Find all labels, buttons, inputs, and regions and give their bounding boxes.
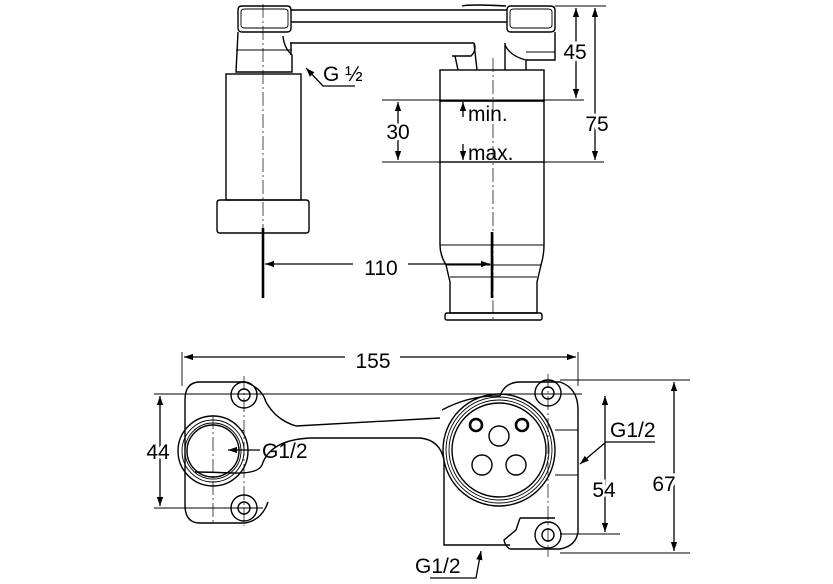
- thread-callout-side: G ½: [305, 63, 363, 87]
- left-inlet: G1/2: [177, 415, 308, 525]
- inlet-left-label: G1/2: [262, 440, 308, 463]
- bridge: [290, 4, 507, 71]
- thread-label: G ½: [323, 63, 363, 86]
- right-body: [439, 5, 556, 322]
- center-distance-dimension: 110: [261, 228, 494, 298]
- dim-155-label: 155: [355, 350, 390, 373]
- left-height-dimension: 44: [143, 393, 582, 509]
- dim-44-label: 44: [146, 441, 170, 464]
- dim-30-label: 30: [386, 121, 409, 144]
- inlet-right-label: G1/2: [610, 419, 656, 442]
- left-body: [216, 4, 310, 234]
- inlet-bottom-label: G1/2: [415, 555, 461, 578]
- right-height-dimensions: 54 67: [560, 379, 690, 554]
- dim-67-label: 67: [652, 473, 675, 496]
- inlet-right-callout: G1/2: [579, 419, 656, 465]
- side-view: G ½ 45 75 30 min. max. 110: [216, 4, 612, 322]
- min-label: min.: [468, 103, 508, 126]
- plan-view: 155: [143, 350, 690, 579]
- valve-port: [442, 393, 578, 507]
- max-label: max.: [468, 142, 514, 165]
- inlet-bottom-callout: G1/2: [415, 550, 483, 579]
- width-dimension: 155: [181, 350, 579, 386]
- dim-75-label: 75: [585, 113, 608, 136]
- dim-110-label: 110: [364, 257, 397, 280]
- dim-45-label: 45: [563, 41, 586, 64]
- height-dimensions: 45 75 30 min. max.: [382, 5, 612, 165]
- dim-54-label: 54: [592, 479, 616, 502]
